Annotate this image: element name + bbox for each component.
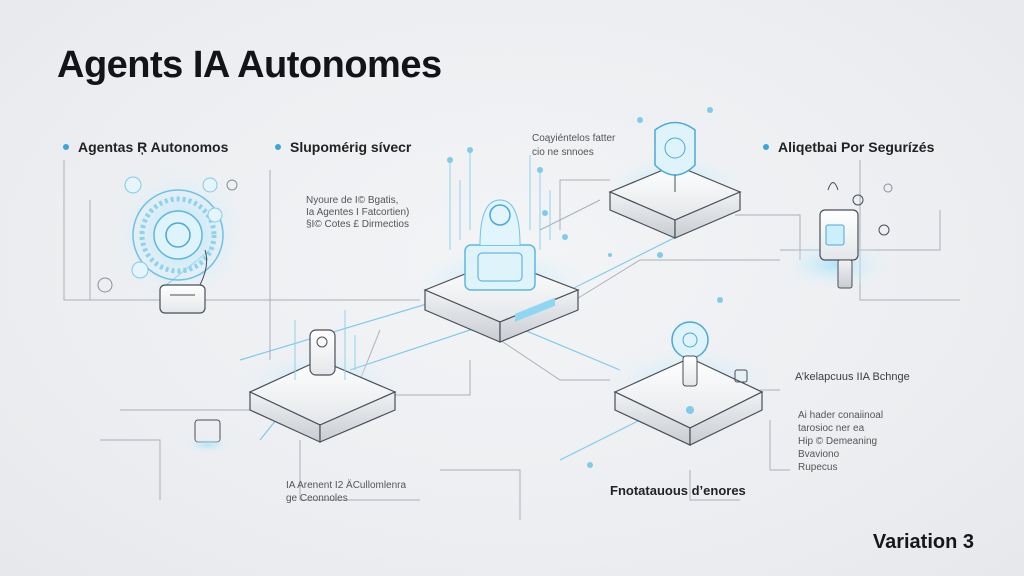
header-agents: Agentas Ŗ Autonomos [63, 139, 228, 155]
label-right-2e: Rupecus [798, 462, 838, 473]
label-top-center-1: Coąyiéntelos fatter [532, 133, 616, 144]
label-bottom-left-1: IA Arenent I2 ÄCullomlenra [286, 480, 407, 491]
variation-label: Variation 3 [872, 531, 974, 553]
label-right-2d: Bvaviono [798, 449, 840, 460]
bottom-right-server-node [605, 321, 775, 446]
right-lock-node [780, 182, 893, 290]
bottom-left-server-node [183, 310, 400, 453]
label-bottom-left-2: ge Ceonnoles [286, 493, 348, 504]
label-bottom-center: Fnotatauous d’enores [610, 483, 746, 498]
header-supervisor: Slupomérig sívecr [275, 139, 411, 155]
bullet-icon [763, 144, 769, 151]
label-left-mid-3: §I© Cotes £ Dirmectios [306, 219, 409, 230]
bullet-icon [275, 144, 281, 151]
header-security: Aliqetbai Por Segurízés [763, 139, 934, 155]
scattered-dots [542, 210, 723, 468]
center-server-node [410, 147, 590, 343]
label-right-2b: tarosioc ner ea [798, 423, 865, 434]
label-right-2c: Hip © Demeaning [798, 436, 878, 447]
label-left-mid-2: Ia Agentes I Fatcortien) [306, 207, 410, 218]
label-left-mid-1: Nyoure de I© Bgatis, [306, 195, 399, 206]
label-right-1: A’kelapcuus IIA Bchnge [795, 371, 910, 383]
label-right-2a: Ai hader conaiinoal [798, 410, 884, 421]
top-right-server-node [605, 107, 745, 239]
page-title: Agents IA Autonomes [57, 44, 442, 86]
connector-lines [63, 160, 960, 520]
header-supervisor-label: Slupomérig sívecr [290, 139, 412, 155]
header-agents-label: Agentas Ŗ Autonomos [78, 139, 229, 155]
bullet-icon [63, 144, 69, 151]
left-hologram-node [97, 165, 250, 314]
header-security-label: Aliqetbai Por Segurízés [778, 139, 935, 155]
label-top-center-2: cio ne snnoes [532, 147, 594, 158]
